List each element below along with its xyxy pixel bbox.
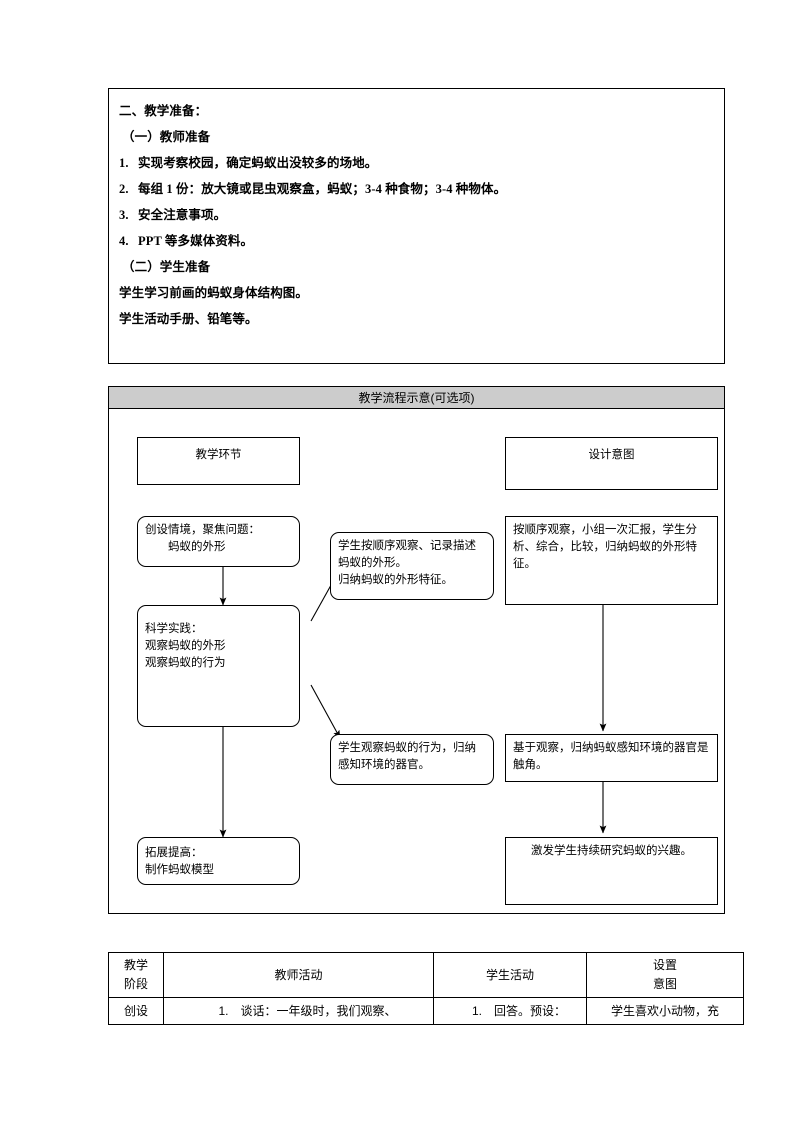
flow-diagram-title: 教学流程示意(可选项) — [109, 387, 724, 409]
flow-node-student-observe-shape: 学生按顺序观察、记录描述蚂蚁的外形。 归纳蚂蚁的外形特征。 — [330, 532, 494, 600]
flow-node-student-observe-behavior: 学生观察蚂蚁的行为，归纳感知环境的器官。 — [330, 734, 494, 785]
flow-column-header-right: 设计意图 — [505, 437, 718, 490]
flow-node-science-practice: 科学实践： 观察蚂蚁的外形 观察蚂蚁的行为 — [137, 605, 300, 727]
lesson-plan-table: 教学 阶段 教师活动 学生活动 设置 意图 创设 1. 谈话：一年级时，我们观察、… — [108, 952, 744, 1025]
preparation-item: 3. 安全注意事项。 — [119, 202, 714, 228]
student-preparation-line: 学生活动手册、铅笔等。 — [119, 312, 258, 326]
table-cell-stage: 创设 — [108, 997, 164, 1025]
flow-node-intent-antenna: 基于观察，归纳蚂蚁感知环境的器官是触角。 — [505, 734, 718, 782]
table-header-stage: 教学 阶段 — [108, 952, 164, 998]
preparation-item: 1. 实现考察校园，确定蚂蚁出没较多的场地。 — [119, 150, 714, 176]
teacher-activity-text: 谈话：一年级时，我们观察、 — [240, 1003, 397, 1018]
flow-connectors — [219, 567, 607, 838]
flow-node-extension: 拓展提高： 制作蚂蚁模型 — [137, 837, 300, 885]
student-preparation-line: 学生学习前画的蚂蚁身体结构图。 — [119, 286, 309, 300]
table-header-row: 教学 阶段 教师活动 学生活动 设置 意图 — [108, 952, 744, 998]
preparation-item-number: 3. — [119, 208, 129, 222]
preparation-item-text: PPT 等多媒体资料。 — [138, 234, 254, 248]
student-activity-number: 1. — [471, 1003, 482, 1018]
student-activity-text: 回答。预设： — [493, 1003, 566, 1018]
preparation-item-number: 4. — [119, 234, 129, 248]
table-cell-intent: 学生喜欢小动物，充 — [586, 997, 744, 1025]
preparation-item-number: 1. — [119, 156, 129, 170]
preparation-heading: 二、教学准备： — [119, 104, 208, 118]
preparation-item-text: 每组 1 份：放大镜或昆虫观察盒，蚂蚁；3-4 种食物；3-4 种物体。 — [138, 182, 507, 196]
teacher-preparation-heading: （一）教师准备 — [122, 130, 211, 144]
flow-canvas: 教学环节 设计意图 创设情境，聚焦问题： 蚂蚁的外形 科学实践： 观察蚂蚁的外形… — [109, 409, 724, 913]
flow-column-header-left: 教学环节 — [137, 437, 300, 485]
teaching-flow-diagram: 教学流程示意(可选项) — [108, 386, 725, 914]
flow-node-intent-shape: 按顺序观察，小组一次汇报，学生分析、综合，比较，归纳蚂蚁的外形特征。 — [505, 516, 718, 605]
preparation-item-text: 安全注意事项。 — [138, 208, 227, 222]
preparation-item: 4. PPT 等多媒体资料。 — [119, 228, 714, 254]
preparation-item-number: 2. — [119, 182, 129, 196]
table-header-intent: 设置 意图 — [586, 952, 744, 998]
teaching-preparation-box: 二、教学准备： （一）教师准备 1. 实现考察校园，确定蚂蚁出没较多的场地。 2.… — [108, 88, 725, 364]
table-cell-student-activity: 1. 回答。预设： — [433, 997, 587, 1025]
flow-node-situation: 创设情境，聚焦问题： 蚂蚁的外形 — [137, 516, 300, 567]
table-cell-teacher-activity: 1. 谈话：一年级时，我们观察、 — [163, 997, 434, 1025]
teacher-activity-number: 1. — [218, 1003, 229, 1018]
table-header-teacher-activity: 教师活动 — [163, 952, 434, 998]
table-row: 创设 1. 谈话：一年级时，我们观察、 1. 回答。预设： 学生喜欢小动物，充 — [108, 997, 744, 1025]
student-preparation-heading: （二）学生准备 — [122, 260, 211, 274]
preparation-item: 2. 每组 1 份：放大镜或昆虫观察盒，蚂蚁；3-4 种食物；3-4 种物体。 — [119, 176, 714, 202]
preparation-item-text: 实现考察校园，确定蚂蚁出没较多的场地。 — [138, 156, 378, 170]
flow-node-intent-interest: 激发学生持续研究蚂蚁的兴趣。 — [505, 837, 718, 905]
table-header-student-activity: 学生活动 — [433, 952, 587, 998]
